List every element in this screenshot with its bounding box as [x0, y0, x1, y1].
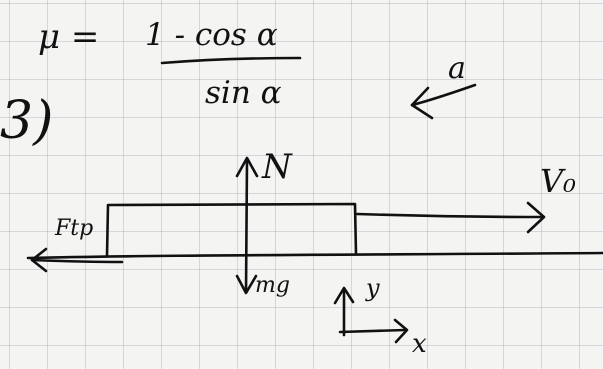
formula-denominator: sin α	[205, 75, 282, 111]
fraction-bar	[160, 56, 302, 65]
acceleration-arrowhead-icon	[410, 86, 434, 120]
friction-arrowhead-icon	[30, 247, 48, 273]
normal-label: N	[261, 147, 293, 187]
velocity-arrowhead-icon	[526, 201, 546, 234]
x-axis	[338, 328, 407, 334]
formula: μ = 1 - cos α sin α	[38, 17, 302, 111]
normal-arrowhead-icon	[235, 156, 259, 178]
formula-numerator: 1 - cos α	[145, 17, 278, 53]
velocity-arrow: V₀	[355, 162, 576, 234]
friction-arrow: Ftp	[30, 216, 124, 273]
problem-number: 3)	[0, 91, 53, 151]
weight-label: mg	[255, 273, 290, 298]
velocity-shaft	[355, 212, 545, 219]
force-line	[244, 158, 249, 294]
acceleration-shaft	[410, 83, 477, 107]
ground-line	[26, 251, 603, 260]
x-axis-arrowhead-icon	[393, 318, 409, 344]
acceleration-label: a	[448, 51, 466, 86]
axis-y-label: y	[365, 274, 380, 302]
y-axis-arrowhead-icon	[333, 286, 355, 305]
formula-lhs: μ =	[38, 17, 99, 57]
friction-shaft	[30, 258, 124, 264]
acceleration-arrow: a	[410, 51, 477, 120]
weight-arrowhead-icon	[235, 274, 258, 295]
coordinate-axes: y x	[333, 274, 427, 359]
block	[105, 202, 358, 258]
velocity-label: V₀	[540, 162, 576, 200]
axis-x-label: x	[412, 329, 427, 359]
friction-label: Ftp	[54, 216, 93, 241]
